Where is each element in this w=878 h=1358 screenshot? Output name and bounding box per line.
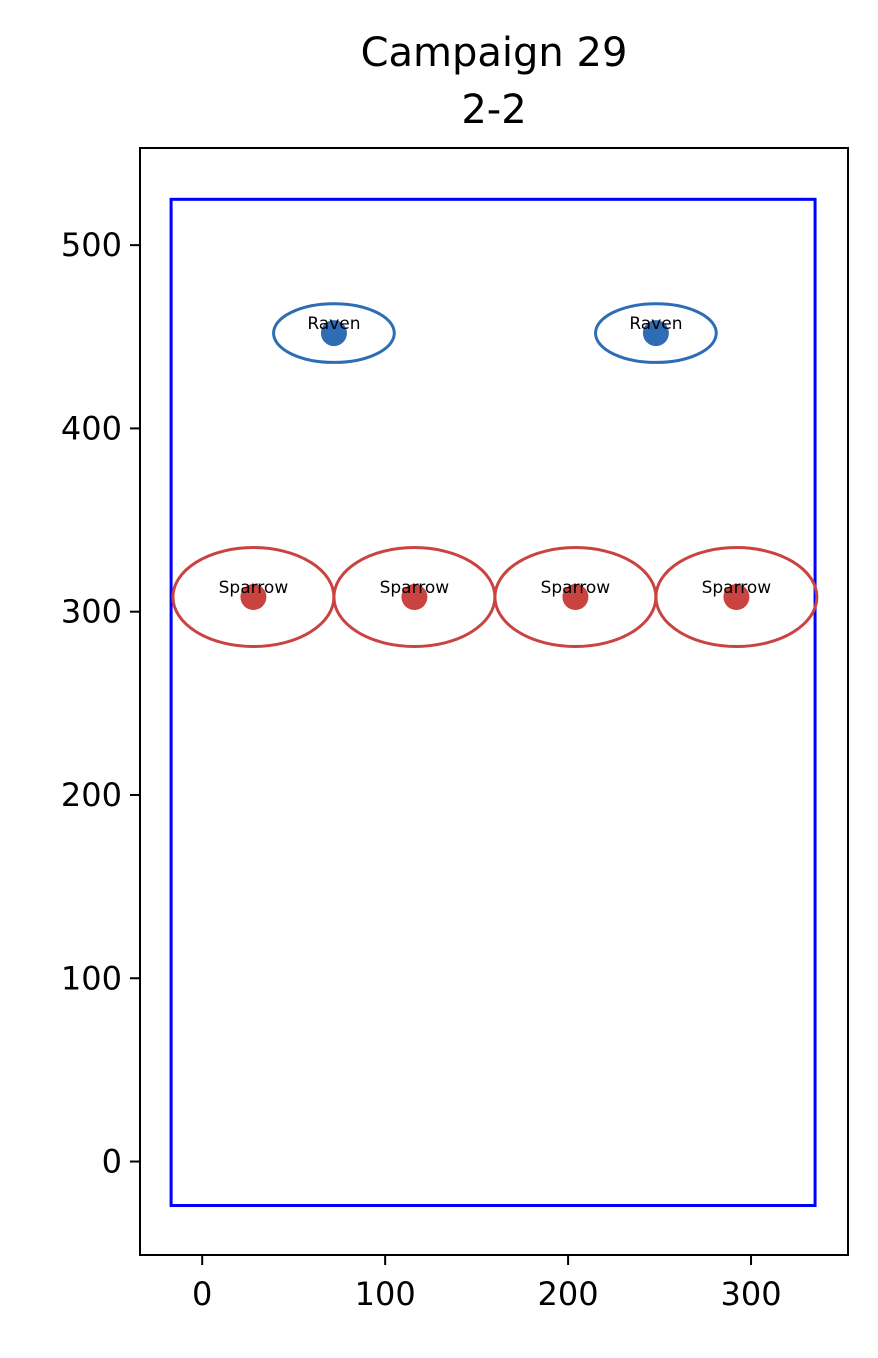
y-tick-label: 300	[61, 593, 122, 631]
chart-title: Campaign 29	[361, 30, 628, 76]
y-tick-label: 0	[102, 1143, 122, 1181]
chart-subtitle: 2-2	[461, 87, 526, 133]
raven-point	[642, 320, 669, 347]
raven-ellipse	[272, 302, 396, 364]
sparrow-point	[562, 584, 589, 611]
raven-ellipse	[594, 302, 718, 364]
sparrow-label: Sparrow	[380, 578, 450, 598]
sparrow-label: Sparrow	[219, 578, 289, 598]
x-tick-label: 100	[355, 1275, 416, 1313]
sparrow-label: Sparrow	[702, 578, 772, 598]
sparrow-point	[401, 584, 428, 611]
y-tick-label: 400	[61, 409, 122, 447]
y-tick-label: 500	[61, 226, 122, 264]
plot-frame	[139, 147, 849, 1256]
sparrow-point	[723, 584, 750, 611]
y-tick-label: 100	[61, 959, 122, 997]
raven-label: Raven	[629, 314, 682, 334]
raven-point	[320, 320, 347, 347]
sparrow-label: Sparrow	[541, 578, 611, 598]
x-tick-label: 200	[538, 1275, 599, 1313]
x-tick-label: 0	[192, 1275, 212, 1313]
sparrow-point	[240, 584, 267, 611]
boundary-rect	[169, 197, 817, 1208]
raven-label: Raven	[307, 314, 360, 334]
y-tick-label: 200	[61, 776, 122, 814]
x-tick-label: 300	[720, 1275, 781, 1313]
sparrow-ellipse	[654, 546, 819, 649]
